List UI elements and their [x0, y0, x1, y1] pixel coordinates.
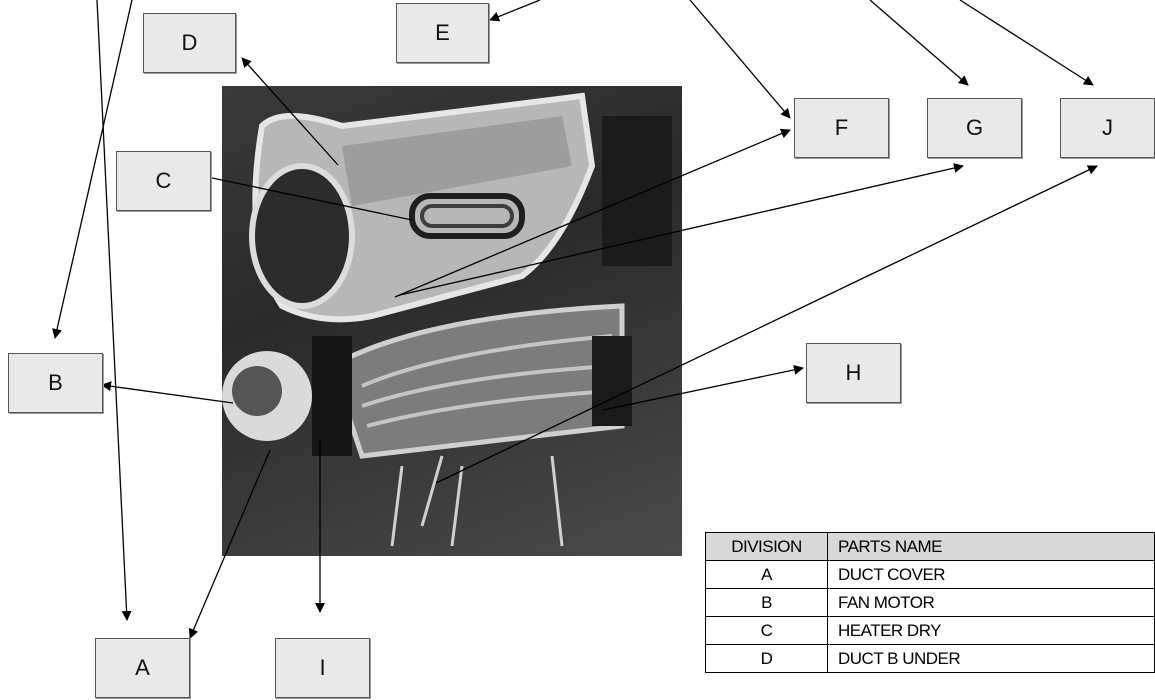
arrow-g-top — [870, 0, 968, 85]
table-row: C HEATER DRY — [706, 617, 1155, 645]
table-header-row: DIVISION PARTS NAME — [706, 533, 1155, 561]
label-box-j: J — [1060, 98, 1155, 158]
parts-name-cell: DUCT COVER — [828, 561, 1155, 589]
division-cell: D — [706, 645, 828, 673]
arrow-c — [193, 174, 412, 220]
table-row: A DUCT COVER — [706, 561, 1155, 589]
arrow-j — [436, 166, 1097, 483]
division-cell: C — [706, 617, 828, 645]
table-row: D DUCT B UNDER — [706, 645, 1155, 673]
header-division: DIVISION — [706, 533, 828, 561]
label-box-g: G — [927, 98, 1022, 158]
division-cell: A — [706, 561, 828, 589]
parts-name-cell: FAN MOTOR — [828, 589, 1155, 617]
parts-table: DIVISION PARTS NAME A DUCT COVER B FAN M… — [705, 532, 1155, 673]
label-box-b: B — [8, 353, 103, 413]
header-parts-name: PARTS NAME — [828, 533, 1155, 561]
label-box-h: H — [806, 343, 901, 403]
arrow-e — [490, 0, 540, 20]
label-box-f: F — [794, 98, 889, 158]
label-box-d: D — [143, 13, 236, 73]
label-box-a: A — [95, 638, 190, 698]
arrow-to-a-top — [97, 0, 127, 620]
arrow-a — [190, 450, 270, 638]
arrow-g — [400, 166, 963, 295]
arrow-f-top — [690, 0, 790, 118]
label-box-c: C — [116, 151, 211, 211]
arrow-d — [242, 58, 338, 165]
arrow-j-top — [960, 0, 1093, 85]
table-row: B FAN MOTOR — [706, 589, 1155, 617]
arrow-f — [395, 130, 790, 297]
arrow-b — [102, 385, 233, 403]
label-box-i: I — [275, 638, 370, 698]
division-cell: B — [706, 589, 828, 617]
parts-name-cell: DUCT B UNDER — [828, 645, 1155, 673]
parts-name-cell: HEATER DRY — [828, 617, 1155, 645]
label-box-e: E — [396, 3, 489, 63]
